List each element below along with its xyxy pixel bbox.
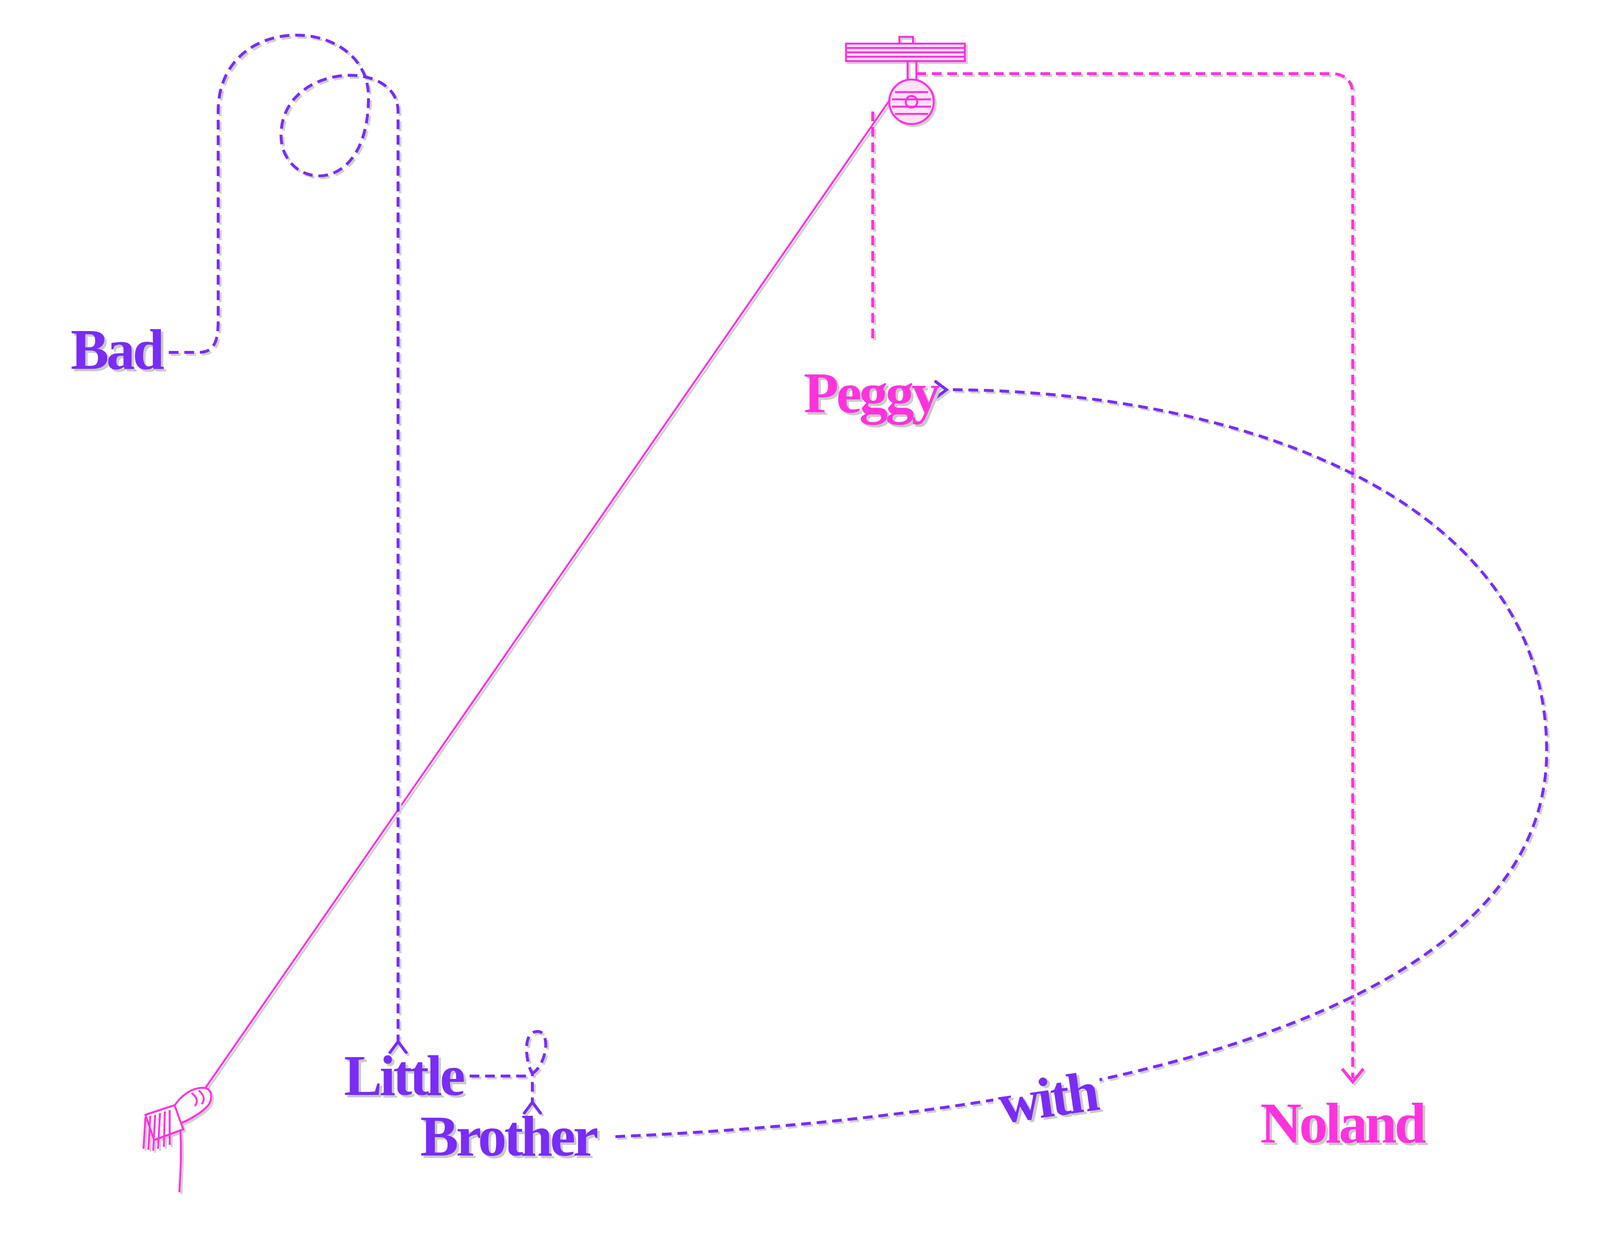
- dashed-connector: [168, 34, 407, 1053]
- dashed-connector: [469, 1031, 546, 1114]
- word-node: Peggy: [799, 362, 943, 426]
- rope: [203, 99, 891, 1091]
- word-label: Little: [338, 1044, 468, 1108]
- word-node: Bad: [65, 318, 167, 382]
- word-label: Peggy: [799, 362, 943, 426]
- pulley-to-noland-line: [916, 73, 1353, 1079]
- pulley-plate: [846, 36, 965, 125]
- hand-illustration: [143, 1088, 212, 1193]
- word-label: Bad: [65, 318, 167, 382]
- word-label: Noland: [1255, 1092, 1429, 1156]
- pulley-drop-line: [871, 111, 875, 340]
- arrow-head: [1342, 1069, 1364, 1083]
- word-label: Brother: [415, 1105, 602, 1169]
- pulley-group: [143, 36, 1364, 1193]
- word-node: Noland: [1255, 1092, 1429, 1156]
- dashed-connector: [615, 381, 1547, 1137]
- word-node: Little: [338, 1044, 468, 1108]
- word-node: Brother: [415, 1105, 602, 1169]
- edge-label: with: [989, 1059, 1106, 1137]
